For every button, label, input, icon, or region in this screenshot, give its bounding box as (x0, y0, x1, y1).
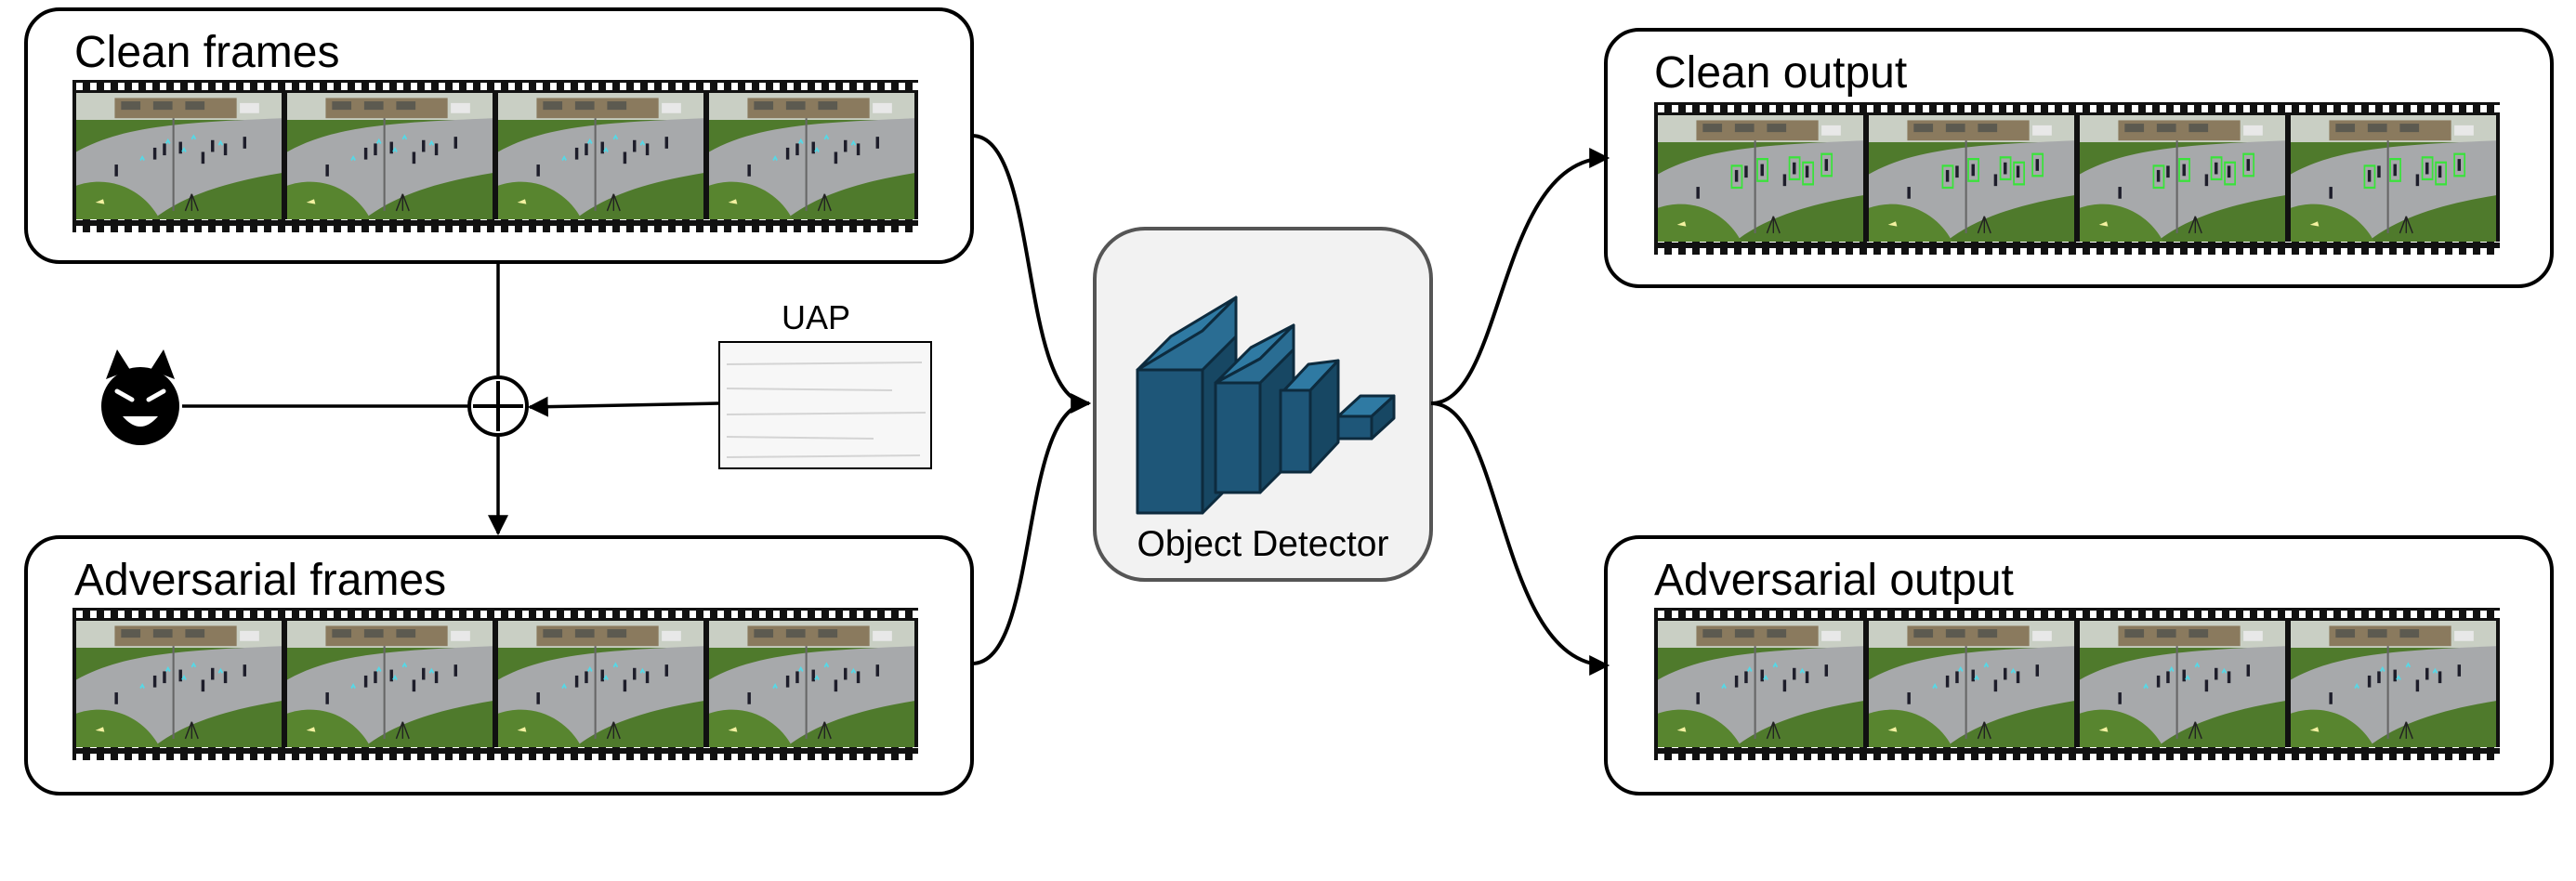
devil-icon (101, 349, 179, 445)
adversarial-output-title: Adversarial output (1654, 556, 2014, 605)
adversarial-to-detector-arrow (971, 401, 1090, 665)
uap-label: UAP (782, 298, 850, 336)
clean-frames-title: Clean frames (74, 28, 339, 77)
clean-frames-filmstrip (72, 80, 918, 232)
clean-output-panel: Clean output (1604, 28, 2554, 288)
detector-to-clean-output-arrow (1430, 148, 1610, 405)
sum-node (182, 262, 720, 536)
neural-network-icon (1136, 296, 1396, 515)
adversarial-output-filmstrip (1654, 608, 2500, 760)
adversarial-frames-filmstrip (72, 608, 918, 760)
clean-output-title: Clean output (1654, 48, 1907, 98)
adversarial-frames-panel: Adversarial frames (24, 535, 974, 796)
clean-output-filmstrip (1654, 102, 2500, 255)
clean-frames-panel: Clean frames (24, 7, 974, 264)
object-detector-box: Object Detector (1093, 227, 1433, 582)
adversarial-frames-title: Adversarial frames (74, 556, 446, 605)
adversarial-output-panel: Adversarial output (1604, 535, 2554, 796)
uap-patch: UAP (718, 298, 932, 469)
detector-to-adversarial-output-arrow (1430, 401, 1610, 676)
object-detector-label: Object Detector (1137, 524, 1389, 564)
clean-to-detector-arrow (971, 134, 1092, 414)
